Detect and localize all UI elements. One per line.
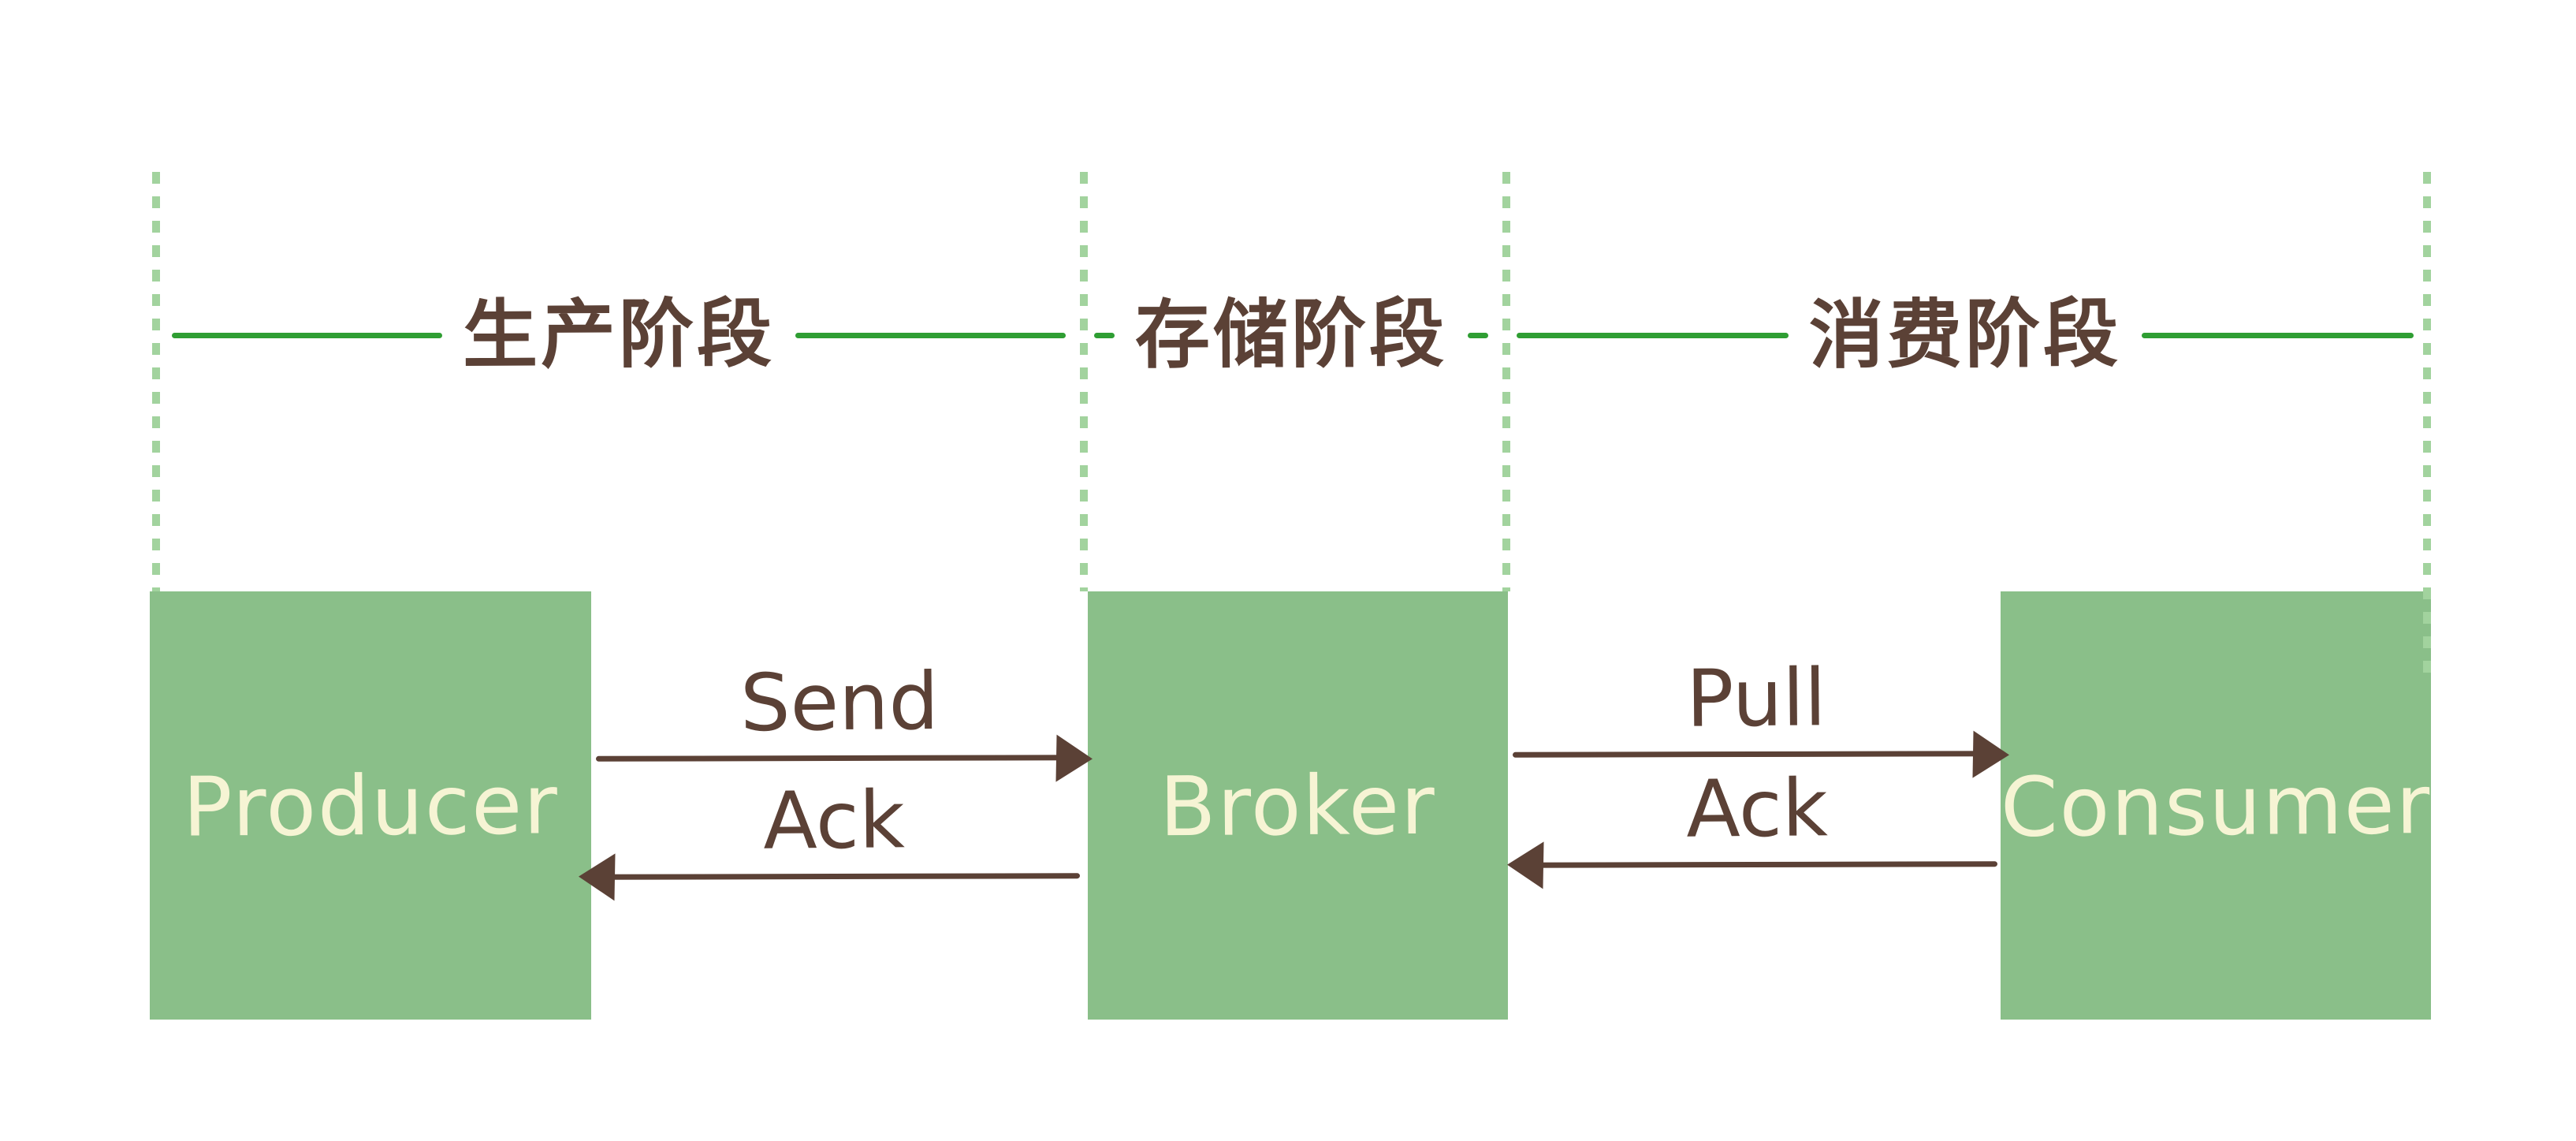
phase-line-segment xyxy=(1468,332,1489,338)
arrow-line xyxy=(587,873,1081,880)
phase-line-segment xyxy=(1517,332,1789,338)
arrowhead-left-icon xyxy=(578,852,616,901)
phase-label-consumption: 消费阶段 xyxy=(1808,290,2122,379)
phase-storage: 存储阶段 xyxy=(1080,282,1502,388)
lifeline-broker-left xyxy=(1080,172,1088,591)
arrow-label-pull: Pull xyxy=(1685,651,1827,745)
arrow-ack-to-broker: Ack xyxy=(1506,762,2002,899)
phase-line-segment xyxy=(795,332,1067,338)
node-label-broker: Broker xyxy=(1159,756,1437,855)
phase-label-production: 生产阶段 xyxy=(462,290,776,379)
phase-consumption: 消费阶段 xyxy=(1502,282,2428,388)
node-label-consumer: Consumer xyxy=(2000,755,2432,856)
phase-production: 生产阶段 xyxy=(158,282,1080,388)
arrow-line xyxy=(1512,751,2001,758)
node-broker: Broker xyxy=(1088,591,1508,1020)
phase-label-storage: 存储阶段 xyxy=(1134,290,1448,379)
lifeline-broker-right xyxy=(1502,172,1510,591)
arrow-send: Send xyxy=(591,654,1093,792)
arrow-label-ack: Ack xyxy=(1685,762,1829,856)
phase-line-segment xyxy=(2142,332,2414,338)
lifeline-consumer-right xyxy=(2423,172,2431,677)
arrowhead-left-icon xyxy=(1506,841,1544,889)
arrow-label-send: Send xyxy=(739,654,940,750)
arrow-line xyxy=(595,755,1084,762)
node-producer: Producer xyxy=(150,591,591,1020)
lifeline-producer-left xyxy=(152,172,160,591)
arrow-label-ack: Ack xyxy=(762,774,906,867)
arrow-ack-to-producer: Ack xyxy=(578,774,1085,911)
arrow-line xyxy=(1516,861,1998,868)
phase-line-segment xyxy=(1094,332,1115,338)
node-consumer: Consumer xyxy=(2000,591,2432,1020)
node-label-producer: Producer xyxy=(182,755,559,856)
phase-line-segment xyxy=(172,332,442,338)
